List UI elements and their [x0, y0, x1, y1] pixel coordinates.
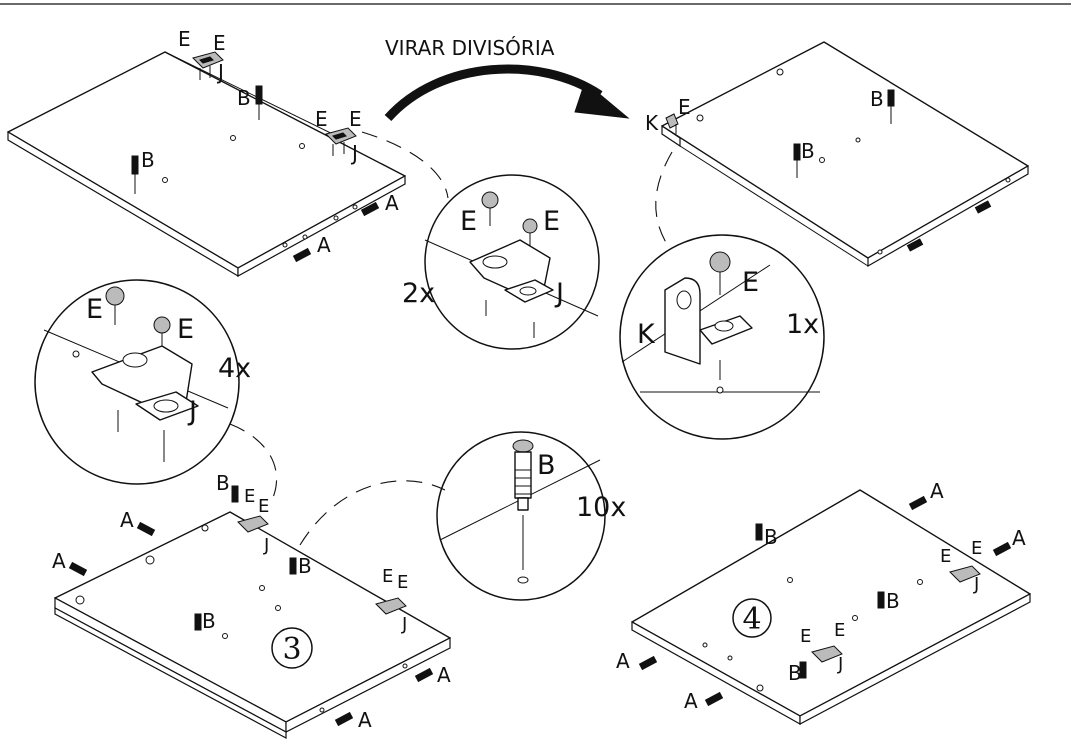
- dowel-a-panel-1b: [292, 247, 312, 263]
- label-e: E: [349, 107, 362, 131]
- bracket-j-panel-1b: [325, 127, 357, 156]
- label-e: E: [742, 267, 759, 298]
- label-a: A: [684, 689, 698, 713]
- label-b: B: [870, 87, 884, 111]
- label-j: J: [263, 535, 269, 556]
- connector-right: [655, 151, 673, 247]
- cam-b-panel-2: [793, 143, 801, 178]
- label-e: E: [971, 538, 982, 559]
- label-e: E: [834, 620, 845, 641]
- label-j: J: [401, 614, 407, 635]
- detail-bracket-top: [424, 174, 600, 350]
- label-j: J: [973, 574, 979, 595]
- label-e: E: [940, 546, 951, 567]
- panel-step-3: [54, 511, 451, 740]
- label-e: E: [800, 626, 811, 647]
- label-e: E: [397, 572, 408, 593]
- label-b: B: [788, 661, 802, 685]
- label-b: B: [537, 450, 556, 481]
- cam-b-panel-1b: [255, 85, 263, 120]
- qty-1x: 1x: [786, 309, 819, 340]
- label-k: K: [645, 111, 659, 135]
- cam-b-panel-1: [131, 155, 139, 194]
- bracket-k-panel-2: [665, 113, 679, 134]
- label-b: B: [764, 525, 778, 549]
- step-3-number: 3: [282, 632, 301, 667]
- dowels-a-step-3: [68, 485, 434, 727]
- dowel-a-panel-2: [974, 200, 992, 214]
- label-j: J: [216, 60, 224, 84]
- panel-top-left: [7, 51, 406, 278]
- label-e: E: [382, 566, 393, 587]
- connector-top: [361, 131, 449, 199]
- label-b: B: [801, 139, 815, 163]
- qty-2x: 2x: [402, 278, 435, 309]
- label-k: K: [637, 319, 656, 350]
- qty-4x: 4x: [218, 353, 251, 384]
- label-a: A: [1012, 526, 1026, 550]
- label-j: J: [837, 654, 843, 675]
- detail-bracket-k: [619, 234, 825, 440]
- label-b: B: [202, 609, 216, 633]
- label-a: A: [120, 508, 134, 532]
- label-j: J: [554, 278, 564, 309]
- label-b: B: [237, 86, 251, 110]
- label-b: B: [298, 554, 312, 578]
- label-a: A: [385, 191, 399, 215]
- detail-bracket-left: [34, 279, 240, 485]
- bracket-j-panel-1: [192, 51, 224, 80]
- label-a: A: [358, 708, 372, 732]
- panel-top-right: [661, 41, 1029, 268]
- qty-10x: 10x: [576, 492, 626, 523]
- label-a: A: [930, 479, 944, 503]
- step-4-badge: [732, 598, 772, 638]
- label-e: E: [678, 95, 691, 119]
- label-e: E: [460, 206, 477, 237]
- label-e: E: [86, 294, 103, 325]
- label-a: A: [317, 233, 331, 257]
- label-e: E: [213, 31, 226, 55]
- label-e: E: [244, 486, 255, 507]
- cam-b-panel-2b: [887, 89, 895, 124]
- flip-arrow: [384, 64, 630, 122]
- label-e: E: [177, 314, 194, 345]
- label-e: E: [258, 496, 269, 517]
- dowel-a-panel-2b: [906, 238, 924, 252]
- label-b: B: [216, 471, 230, 495]
- flip-instruction: VIRAR DIVISÓRIA: [385, 36, 555, 60]
- label-a: A: [437, 663, 451, 687]
- connector-bottom: [299, 480, 446, 546]
- label-b: B: [886, 589, 900, 613]
- label-e: E: [543, 206, 560, 237]
- panel-step-4: [631, 489, 1031, 726]
- label-e: E: [315, 107, 328, 131]
- dowels-a-step-4: [638, 495, 1012, 707]
- label-b: B: [141, 148, 155, 172]
- connector-left: [229, 423, 277, 501]
- detail-cam-bolt: [436, 431, 606, 601]
- label-a: A: [52, 549, 66, 573]
- label-a: A: [616, 649, 630, 673]
- label-j: J: [350, 141, 358, 165]
- label-j: J: [187, 396, 197, 427]
- step-3-badge: [271, 627, 313, 669]
- dowel-a-panel-1: [360, 201, 380, 217]
- label-e: E: [178, 27, 191, 51]
- step-4-number: 4: [742, 602, 761, 637]
